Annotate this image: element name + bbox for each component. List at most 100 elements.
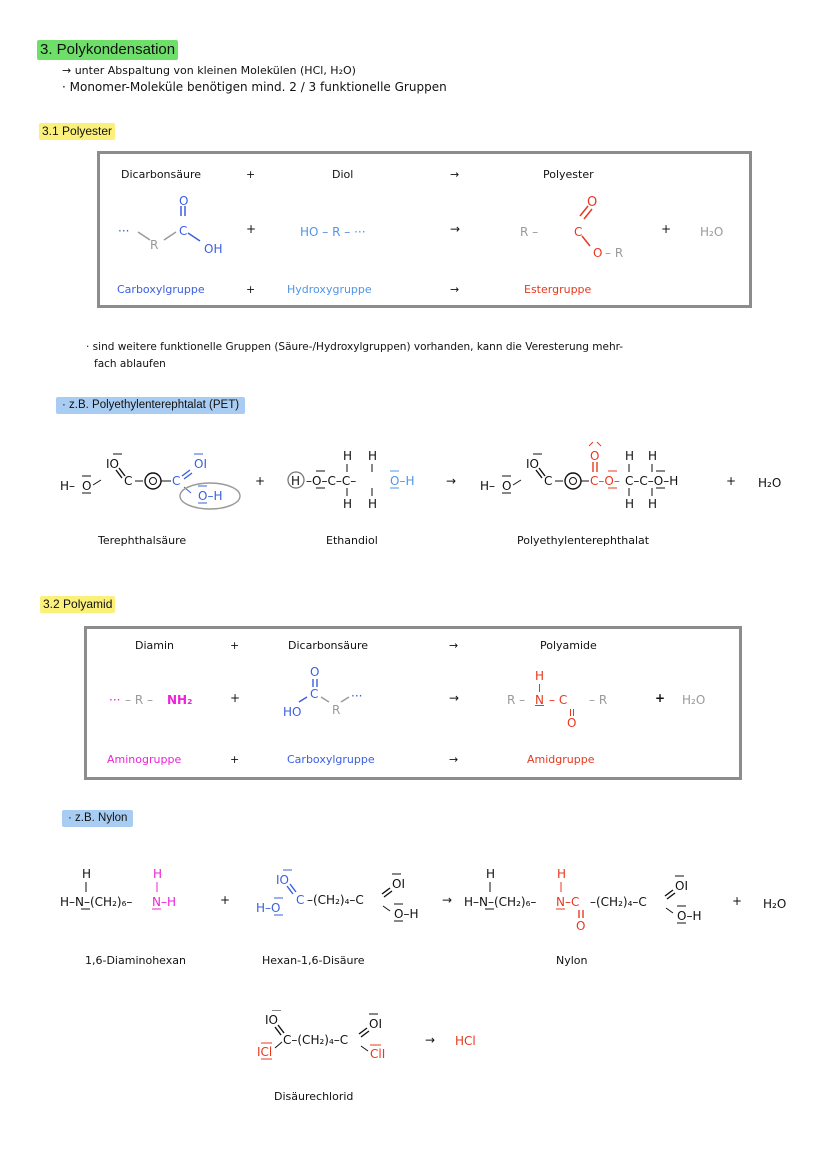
svg-text:–(CH₂)₄–C: –(CH₂)₄–C [590, 895, 647, 909]
svg-text:IO: IO [106, 457, 119, 471]
label-diamin: Diamin [135, 639, 175, 652]
arrow-icon: → [450, 283, 460, 296]
arrow-icon: → [450, 168, 460, 181]
svg-text:O–H: O–H [198, 489, 222, 503]
plus-sign: + [246, 222, 257, 236]
amine-dots: ··· [109, 693, 121, 707]
water: H₂O [700, 225, 724, 239]
ester-c: C [574, 225, 583, 239]
svg-text:H–: H– [480, 479, 495, 493]
svg-text:H–N–(CH₂)₆–: H–N–(CH₂)₆– [60, 895, 132, 909]
acid-oh: OH [204, 242, 223, 256]
amide-c: – C [549, 693, 568, 707]
label-dicarbonsaeure: Dicarbonsäure [121, 168, 202, 181]
name-diaminohexan: 1,6-Diaminohexan [85, 954, 186, 967]
name-disaeurechlorid: Disäurechlorid [274, 1090, 354, 1103]
svg-text:OI: OI [675, 879, 688, 893]
svg-text:H: H [153, 867, 162, 881]
svg-text:O–H: O–H [394, 907, 418, 921]
svg-text:IO: IO [526, 457, 539, 471]
amine-r: – R – [125, 693, 153, 707]
svg-text:H: H [486, 867, 495, 881]
svg-text:H–O: H–O [256, 901, 280, 915]
svg-text:C: C [296, 893, 304, 907]
pet-reaction-structure: H– O IO C C OI O–H + H –O–C–C– H H H H O… [60, 441, 678, 511]
name-nylon: Nylon [556, 954, 588, 967]
label-diol: Diol [332, 168, 354, 181]
svg-text:+: + [220, 893, 230, 907]
svg-text:H: H [625, 497, 634, 511]
svg-text:ClI: ClI [370, 1047, 385, 1060]
arrow-icon: → [449, 691, 460, 705]
example-label-pet: · z.B. Polyethylenterephtalat (PET) [56, 397, 246, 414]
svg-text:OI: OI [369, 1017, 382, 1031]
ester-r2: – R [605, 246, 624, 260]
intro-line-2: · Monomer-Moleküle benötigen mind. 2 / 3… [62, 80, 447, 94]
plus-sign: + [246, 283, 256, 296]
acid-c: C [310, 687, 319, 701]
svg-text:H–N–(CH₂)₆–: H–N–(CH₂)₆– [464, 895, 536, 909]
amide-n: N [535, 693, 544, 707]
subsection-heading-polyamid: 3.2 Polyamid [40, 596, 116, 613]
arrow-icon: → [449, 639, 459, 652]
svg-text:OI: OI [194, 457, 207, 471]
polyester-reaction-box: Dicarbonsäure + Diol → Polyester ··· R C… [97, 151, 752, 308]
acid-r: R [150, 238, 159, 252]
subsection-heading-polyester: 3.1 Polyester [39, 123, 116, 140]
arrow-icon: → [450, 222, 461, 236]
svg-text:O: O [82, 479, 91, 493]
plus-sign: + [230, 691, 241, 705]
svg-text:C: C [124, 474, 132, 488]
carboxylic-acid-structure [137, 206, 201, 242]
intro-line-1: → unter Abspaltung von kleinen Molekülen… [62, 64, 356, 77]
acid-o: O [310, 665, 320, 679]
svg-text:H: H [343, 497, 352, 511]
svg-text:C–C–O–H: C–C–O–H [625, 474, 678, 488]
svg-text:IO: IO [276, 873, 289, 887]
amide-r2: – R [589, 693, 608, 707]
svg-text:–O–C–C–: –O–C–C– [306, 474, 356, 488]
label-estergruppe: Estergruppe [524, 283, 592, 296]
acid-c: C [179, 224, 188, 238]
svg-text:O–H: O–H [677, 909, 701, 923]
label-carboxylgruppe: Carboxylgruppe [117, 283, 205, 296]
plus-sign: + [655, 691, 666, 705]
note-line-2: fach ablaufen [94, 358, 166, 370]
svg-text:→: → [442, 893, 452, 907]
label-hydroxygruppe: Hydroxygruppe [287, 283, 372, 296]
arrow-icon: → [425, 1033, 436, 1047]
svg-text:H: H [648, 449, 657, 463]
ester-r1: R – [520, 225, 539, 239]
svg-text:OI: OI [392, 877, 405, 891]
svg-text:→: → [446, 474, 456, 488]
svg-text:H: H [368, 497, 377, 511]
hcl-byproduct: HCl [455, 1034, 476, 1048]
polyamid-reaction-box: Diamin + Dicarbonsäure → Polyamide ··· –… [84, 626, 742, 780]
svg-text:ICl: ICl [257, 1045, 272, 1059]
acid-o: O [179, 194, 189, 208]
amine-nh2: NH₂ [167, 693, 193, 707]
amide-o: O [567, 716, 577, 730]
note-line-1: · sind weitere funktionelle Gruppen (Säu… [86, 341, 624, 353]
svg-text:C–(CH₂)₄–C: C–(CH₂)₄–C [283, 1033, 348, 1047]
svg-text:IO: IO [265, 1013, 278, 1027]
plus-sign: + [246, 168, 256, 181]
svg-text:H: H [648, 497, 657, 511]
nylon-reaction-structure: H–N–(CH₂)₆– H N–H H + H–O IO C –(CH₂)₄–C… [60, 867, 701, 933]
label-polyester: Polyester [543, 168, 594, 181]
plus-sign: + [726, 474, 737, 488]
label-polyamide: Polyamide [540, 639, 597, 652]
svg-text:H: H [82, 867, 91, 881]
bond [539, 684, 540, 692]
label-dicarbonsaeure: Dicarbonsäure [288, 639, 369, 652]
svg-text:–(CH₂)₄–C: –(CH₂)₄–C [307, 893, 364, 907]
svg-text:C–O–: C–O– [590, 474, 620, 488]
section-heading-polykondensation: 3. Polykondensation [37, 40, 179, 60]
water: H₂O [682, 693, 706, 707]
svg-text:C: C [544, 474, 552, 488]
svg-text:O: O [590, 449, 599, 463]
diol-structure: HO – R – ··· [300, 225, 366, 239]
svg-text:H: H [625, 449, 634, 463]
plus-sign: + [230, 639, 240, 652]
acid-r: R [332, 703, 341, 717]
